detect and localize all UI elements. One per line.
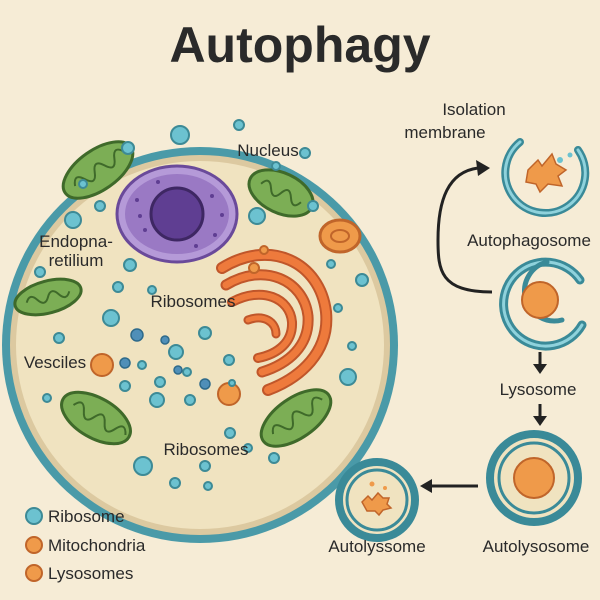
label-nucleus: Nucleus <box>237 141 298 160</box>
autophagosome <box>499 257 587 351</box>
golgi-apparatus <box>216 248 333 396</box>
label-endoplasmic-reticulum-line1: Endopna- <box>39 232 113 251</box>
mitochondrion <box>60 390 132 446</box>
ribosomes <box>34 119 369 491</box>
label-endoplasmic-reticulum-line2: retilium <box>49 251 104 270</box>
legend-item-lysosomes: Lysosomes <box>25 564 133 583</box>
orange-organelle <box>318 218 362 254</box>
label-autophagosome: Autophagosome <box>467 231 591 250</box>
mitochondrion <box>259 388 333 448</box>
legend-swatch <box>25 536 43 554</box>
vesicles-orange <box>90 245 269 406</box>
legend-swatch <box>25 507 43 525</box>
label-isolation-membrane-line1: Isolation <box>442 100 505 119</box>
label-ribosomes-bottom: Ribosomes <box>163 440 248 459</box>
label-vesicles: Vesciles <box>24 353 86 372</box>
isolation-membrane <box>501 138 590 217</box>
cycle-arrow-head <box>476 160 490 176</box>
page-title: Autophagy <box>169 17 430 73</box>
legend-label: Mitochondria <box>48 536 146 555</box>
autolysosome-right <box>486 430 582 526</box>
legend-item-ribosome: Ribosome <box>25 507 125 526</box>
label-autolysosome-right: Autolysosome <box>483 537 590 556</box>
label-lysosome: Lysosome <box>500 380 577 399</box>
legend-label: Ribosome <box>48 507 125 526</box>
left-arrow <box>420 479 478 493</box>
nucleus <box>115 164 239 264</box>
cycle-arrow <box>436 166 493 294</box>
down-arrow <box>533 352 547 374</box>
legend-item-mitochondria: Mitochondria <box>25 536 146 555</box>
autophagy-pathway: Isolation membrane Autophagosome Lysosom… <box>328 100 591 556</box>
label-isolation-membrane-line2: membrane <box>404 123 485 142</box>
label-ribosomes-top: Ribosomes <box>150 292 235 311</box>
down-arrow <box>533 404 547 426</box>
label-autolysosome-left: Autolyssome <box>328 537 425 556</box>
ribosomes-dark <box>119 328 211 390</box>
legend: Ribosome Mitochondria Lysosomes <box>25 507 146 583</box>
legend-label: Lysosomes <box>48 564 133 583</box>
cell: Nucleus Endopna- retilium Ribosomes Vesc… <box>2 119 398 543</box>
mitochondrion <box>247 168 315 218</box>
legend-swatch <box>25 564 43 582</box>
autolysosome-left <box>335 458 419 542</box>
nucleolus <box>149 186 205 242</box>
mitochondrion <box>13 277 83 317</box>
